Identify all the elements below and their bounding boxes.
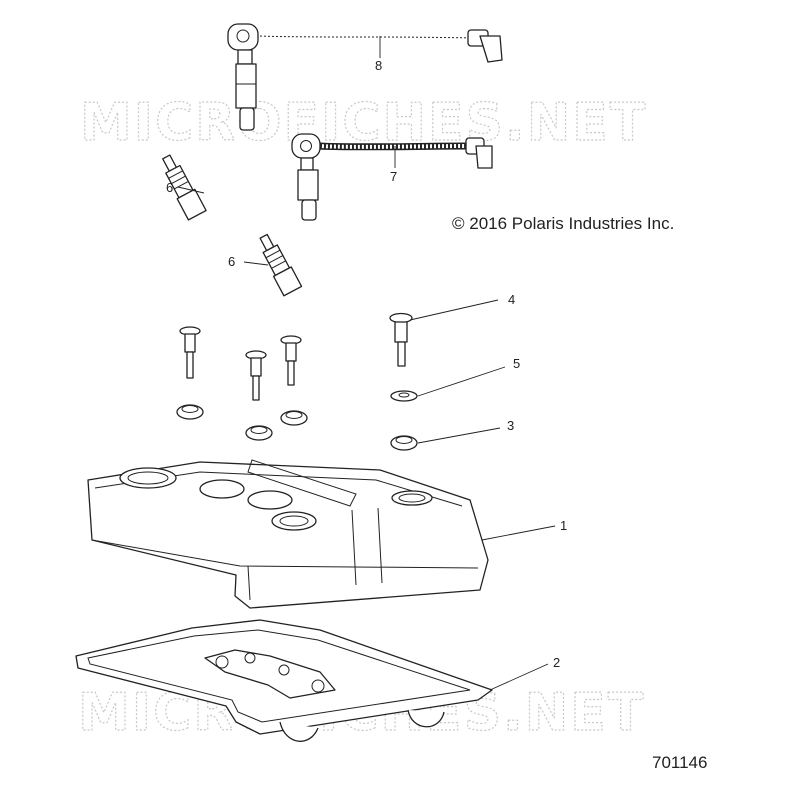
callout-8: 8 bbox=[375, 58, 382, 73]
callout-2: 2 bbox=[553, 655, 560, 670]
callout-1: 1 bbox=[560, 518, 567, 533]
leader-lines bbox=[177, 36, 556, 691]
part-4-bolts bbox=[179, 312, 413, 401]
callout-6-lower: 6 bbox=[228, 254, 235, 269]
part-7-plug-wire-short bbox=[291, 133, 493, 221]
part-5-washer bbox=[390, 390, 418, 402]
part-3-grommets bbox=[176, 404, 418, 451]
copyright-notice: © 2016 Polaris Industries Inc. bbox=[452, 214, 674, 233]
part-2-gasket bbox=[75, 619, 493, 742]
part-6-spark-plug-upper bbox=[162, 154, 207, 221]
callout-5: 5 bbox=[513, 356, 520, 371]
part-1-valve-cover bbox=[87, 459, 489, 609]
figure-number: 701146 bbox=[652, 753, 707, 772]
callout-4: 4 bbox=[508, 292, 515, 307]
callout-3: 3 bbox=[507, 418, 514, 433]
part-6-spark-plug-lower bbox=[259, 233, 303, 297]
callout-6-upper: 6 bbox=[166, 180, 173, 195]
part-8-plug-wire-long bbox=[227, 23, 503, 131]
callout-7: 7 bbox=[390, 169, 397, 184]
